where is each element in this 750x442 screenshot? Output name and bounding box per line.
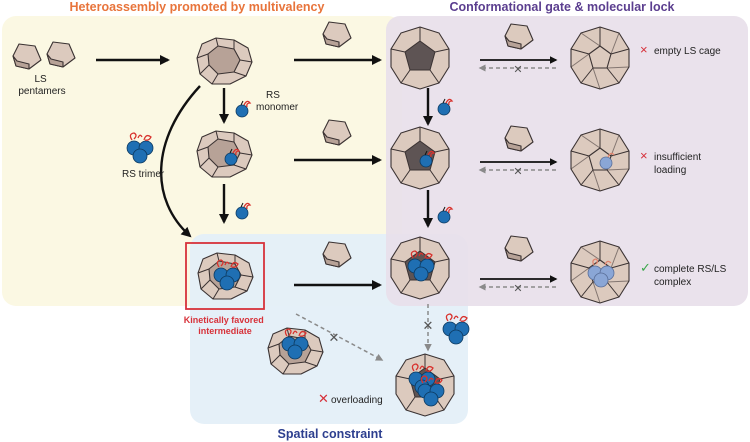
gate-title: Conformational gate & molecular lock	[449, 0, 674, 14]
ls-pentamers-label-line1: LS	[34, 74, 47, 85]
kinetic-label-line1: Kinetically favored	[184, 315, 264, 325]
cage-final-empty	[570, 26, 630, 90]
svg-text:✕: ✕	[513, 283, 522, 295]
svg-text:✕: ✕	[513, 166, 522, 178]
kinetic-intermediate-label: Kinetically favored intermediate	[184, 315, 267, 336]
arrow-dashed-to-overloading	[295, 313, 384, 361]
rs-trimer-label: RS trimer	[122, 169, 165, 180]
equilibrium-row1: ✕	[478, 23, 558, 76]
block-x-down: ✕	[423, 318, 434, 333]
intermediate-highlight-box	[185, 242, 265, 310]
overloading-label: overloading	[331, 395, 383, 406]
outcome-text-insufficient: insufficient loading	[654, 152, 704, 176]
outcome-mark-empty: ×	[640, 42, 648, 57]
rs-monomer-label-line2: monomer	[256, 102, 299, 113]
overloading-x-mark: ✕	[318, 391, 329, 406]
cage-final-insufficient	[570, 128, 630, 192]
cage-with-trimer	[390, 236, 450, 300]
outcome-empty-line1: empty LS cage	[654, 46, 721, 57]
spatial-constraint-title: Spatial constraint	[278, 427, 384, 441]
kinetic-label-line2: intermediate	[198, 326, 252, 336]
equilibrium-row3: ✕	[478, 235, 558, 295]
equilibrium-row2: ✕	[478, 125, 558, 178]
outcome-mark-insufficient: ×	[640, 148, 648, 163]
outcome-text-complete: complete RS/LS complex	[654, 264, 729, 288]
ls-pentamers-label: LS pentamers	[18, 74, 65, 97]
block-x-overloading-path: ✕	[329, 330, 340, 345]
cage-empty-intermediate	[390, 26, 450, 90]
cage-final-complete	[570, 240, 630, 304]
heteroassembly-title: Heteroassembly promoted by multivalency	[70, 0, 325, 14]
cage-overloaded	[395, 353, 455, 417]
outcome-insufficient-line2: loading	[654, 165, 686, 176]
outcome-text-empty: empty LS cage	[654, 46, 721, 57]
ls-pentamers-label-line2: pentamers	[18, 86, 65, 97]
rs-monomer-label: RS monomer	[256, 90, 299, 113]
arrow-curved-to-intermediate	[160, 85, 201, 238]
svg-text:✕: ✕	[513, 64, 522, 76]
outcome-complete-line1: complete RS/LS	[654, 264, 727, 275]
outcome-mark-complete: ✓	[640, 260, 651, 275]
rs-monomer-label-line1: RS	[266, 90, 280, 101]
outcome-complete-line2: complex	[654, 277, 691, 288]
outcome-insufficient-line1: insufficient	[654, 152, 701, 163]
cage-one-monomer	[390, 126, 450, 190]
gate-panel	[386, 16, 748, 306]
